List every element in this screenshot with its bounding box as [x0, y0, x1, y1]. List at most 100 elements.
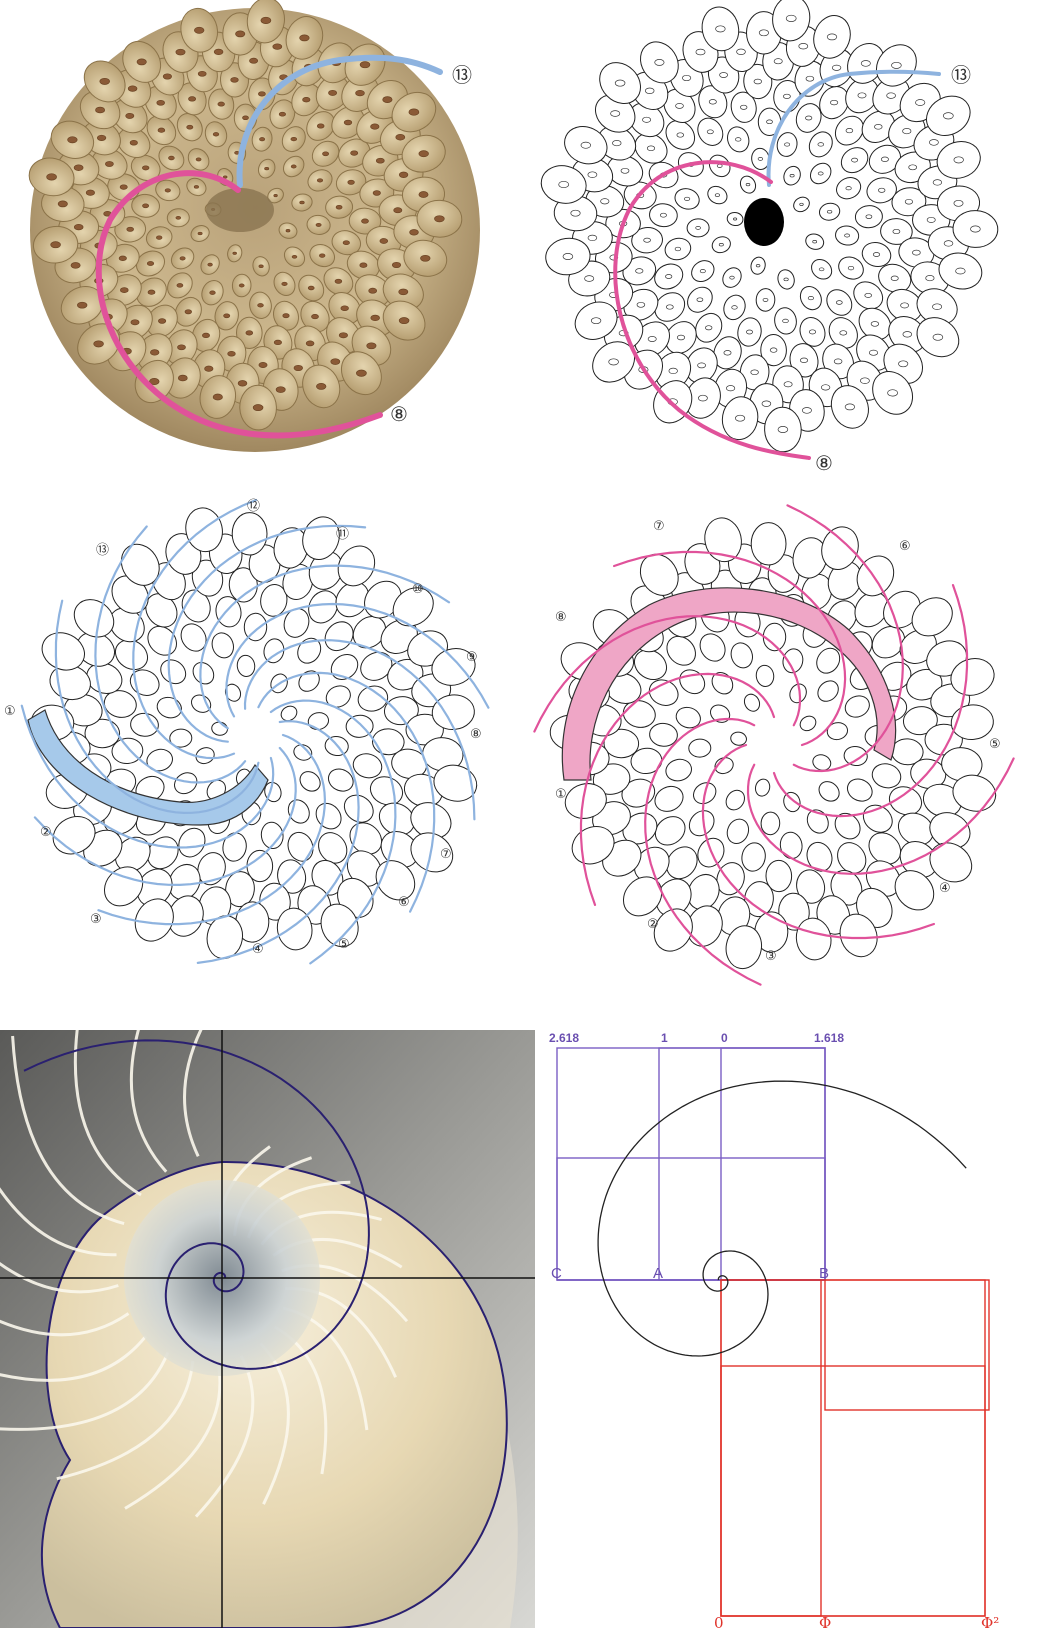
blue-label-13: ⑬	[96, 543, 109, 558]
cone-scale-dot	[339, 333, 347, 338]
pink-diagram-scale	[778, 831, 804, 861]
blue-diagram-scale	[176, 619, 211, 656]
cone-scale-dot	[148, 290, 155, 294]
cone-scale-dot	[68, 137, 78, 143]
cone-scale-dot	[163, 74, 171, 79]
drawing-scale	[650, 259, 687, 293]
cone-scale-dot	[274, 340, 281, 345]
cone-scale-dot	[198, 71, 206, 76]
cone-scale-dot	[178, 375, 187, 381]
drawing-scale	[648, 202, 678, 227]
drawing-label-13: ⑬	[951, 63, 971, 87]
blue-diagram-scale	[221, 831, 249, 863]
golden-point-C: C	[551, 1265, 562, 1282]
golden-log-spiral	[598, 1081, 966, 1356]
drawing-scale	[776, 268, 797, 291]
cone-scale-dot	[419, 151, 429, 157]
cone-scale-dot	[371, 124, 379, 129]
golden-red-box	[721, 1366, 985, 1616]
cone-scale-dot	[261, 17, 271, 23]
drawing-scale	[835, 253, 867, 284]
cone-spirals-13-diagram: ① ② ③ ④ ⑤ ⑥ ⑦ ⑧ ⑨ ⑩ ⑪ ⑫ ⑬	[0, 480, 519, 1010]
blue-diagram-scale	[67, 592, 121, 645]
pink-diagram-scale	[815, 778, 843, 806]
cone-scale-dot	[396, 134, 405, 140]
golden-spiral-svg: 2.618 1 0 1.618 C A B 0 Φ Φ²	[549, 1030, 1038, 1628]
cone-scale-dot	[435, 216, 445, 222]
drawing-scale	[720, 292, 749, 323]
drawing-scale	[781, 164, 803, 188]
cone-scale-dot	[126, 113, 134, 118]
blue-diagram-scale	[232, 513, 267, 556]
cone-center	[206, 188, 274, 232]
cone-scale-dot	[373, 191, 380, 196]
pink-diagram-scale	[869, 761, 903, 792]
cone-scale-dot	[276, 387, 285, 393]
drawing-scale	[818, 201, 842, 222]
cone-scale-dot	[58, 201, 67, 207]
cone-scale-dot	[187, 125, 193, 129]
pink-label-6: ⑥	[899, 539, 911, 554]
drawing-scale	[688, 256, 718, 285]
pink-diagram-scale	[724, 816, 753, 847]
drawing-scale	[836, 142, 872, 177]
drawing-scale	[710, 234, 733, 255]
drawing-scale	[724, 124, 752, 155]
drawing-scale	[855, 205, 884, 229]
cone-scale-dot	[176, 49, 185, 55]
pink-diagram-scale	[740, 841, 768, 873]
cone-scale-dot	[282, 282, 287, 285]
cone-scale-dot	[143, 204, 149, 208]
cone-scale-dot	[360, 62, 370, 68]
cone-scale-dot	[421, 255, 431, 261]
drawing-scale	[834, 224, 860, 246]
blue-diagram-scale	[350, 751, 384, 782]
cone-scale-dot	[292, 255, 297, 258]
pink-label-8: ⑧	[555, 610, 567, 625]
cone-scale-dot	[246, 331, 253, 335]
cone-scale-dot	[74, 165, 83, 171]
blue-label-2: ②	[40, 825, 52, 840]
cone-scale-dot	[343, 241, 349, 245]
drawing-scale	[805, 128, 837, 162]
blue-diagram-scale	[236, 654, 256, 677]
pink-diagram-scale	[684, 806, 719, 841]
blue-diagram-scale	[323, 682, 354, 711]
cone-scale-dot	[243, 116, 249, 120]
cone-scale-dot	[119, 256, 126, 261]
drawing-scale	[822, 285, 857, 321]
cone-scale-dot	[210, 291, 216, 295]
cone-scale-dot	[291, 137, 297, 141]
cone-scale-dot	[137, 59, 146, 65]
cone-scale-dot	[348, 180, 355, 184]
pink-label-2: ②	[647, 917, 659, 932]
blue-label-5: ⑤	[338, 937, 350, 952]
cone-scale-dot	[273, 44, 282, 50]
drawing-scale	[719, 264, 745, 291]
cone-scale-dot	[380, 239, 388, 244]
drawing-scale	[705, 183, 731, 207]
cone-scale-dot	[165, 189, 170, 192]
cone-scale-dot	[196, 158, 201, 161]
blue-diagram-scale	[189, 658, 218, 688]
pink-diagram-scale	[664, 757, 694, 784]
cone-scale-dot	[335, 279, 342, 283]
cone-scale-dot	[176, 216, 181, 219]
golden-point-A: A	[653, 1265, 663, 1282]
pink-label-7: ⑦	[653, 519, 665, 534]
cone-scale-dot	[97, 135, 106, 140]
cone-scale-dot	[100, 78, 110, 84]
golden-top-label-1618: 1.618	[814, 1031, 844, 1045]
golden-spiral-curve	[598, 1081, 966, 1356]
spiral-label-8: ⑧	[390, 402, 408, 426]
cone-scale-dot	[185, 310, 192, 314]
golden-top-label-0: 0	[721, 1031, 728, 1045]
drawing-scale	[804, 232, 826, 252]
cone-scale-dot	[341, 306, 349, 311]
cone-scale-dot	[419, 192, 428, 198]
pink-diagram-scale	[751, 523, 786, 566]
cone-scale-dot	[356, 90, 365, 96]
cone-scale-dot	[394, 208, 402, 213]
blue-label-9: ⑨	[466, 650, 478, 665]
cone-scale-dot	[258, 92, 265, 96]
